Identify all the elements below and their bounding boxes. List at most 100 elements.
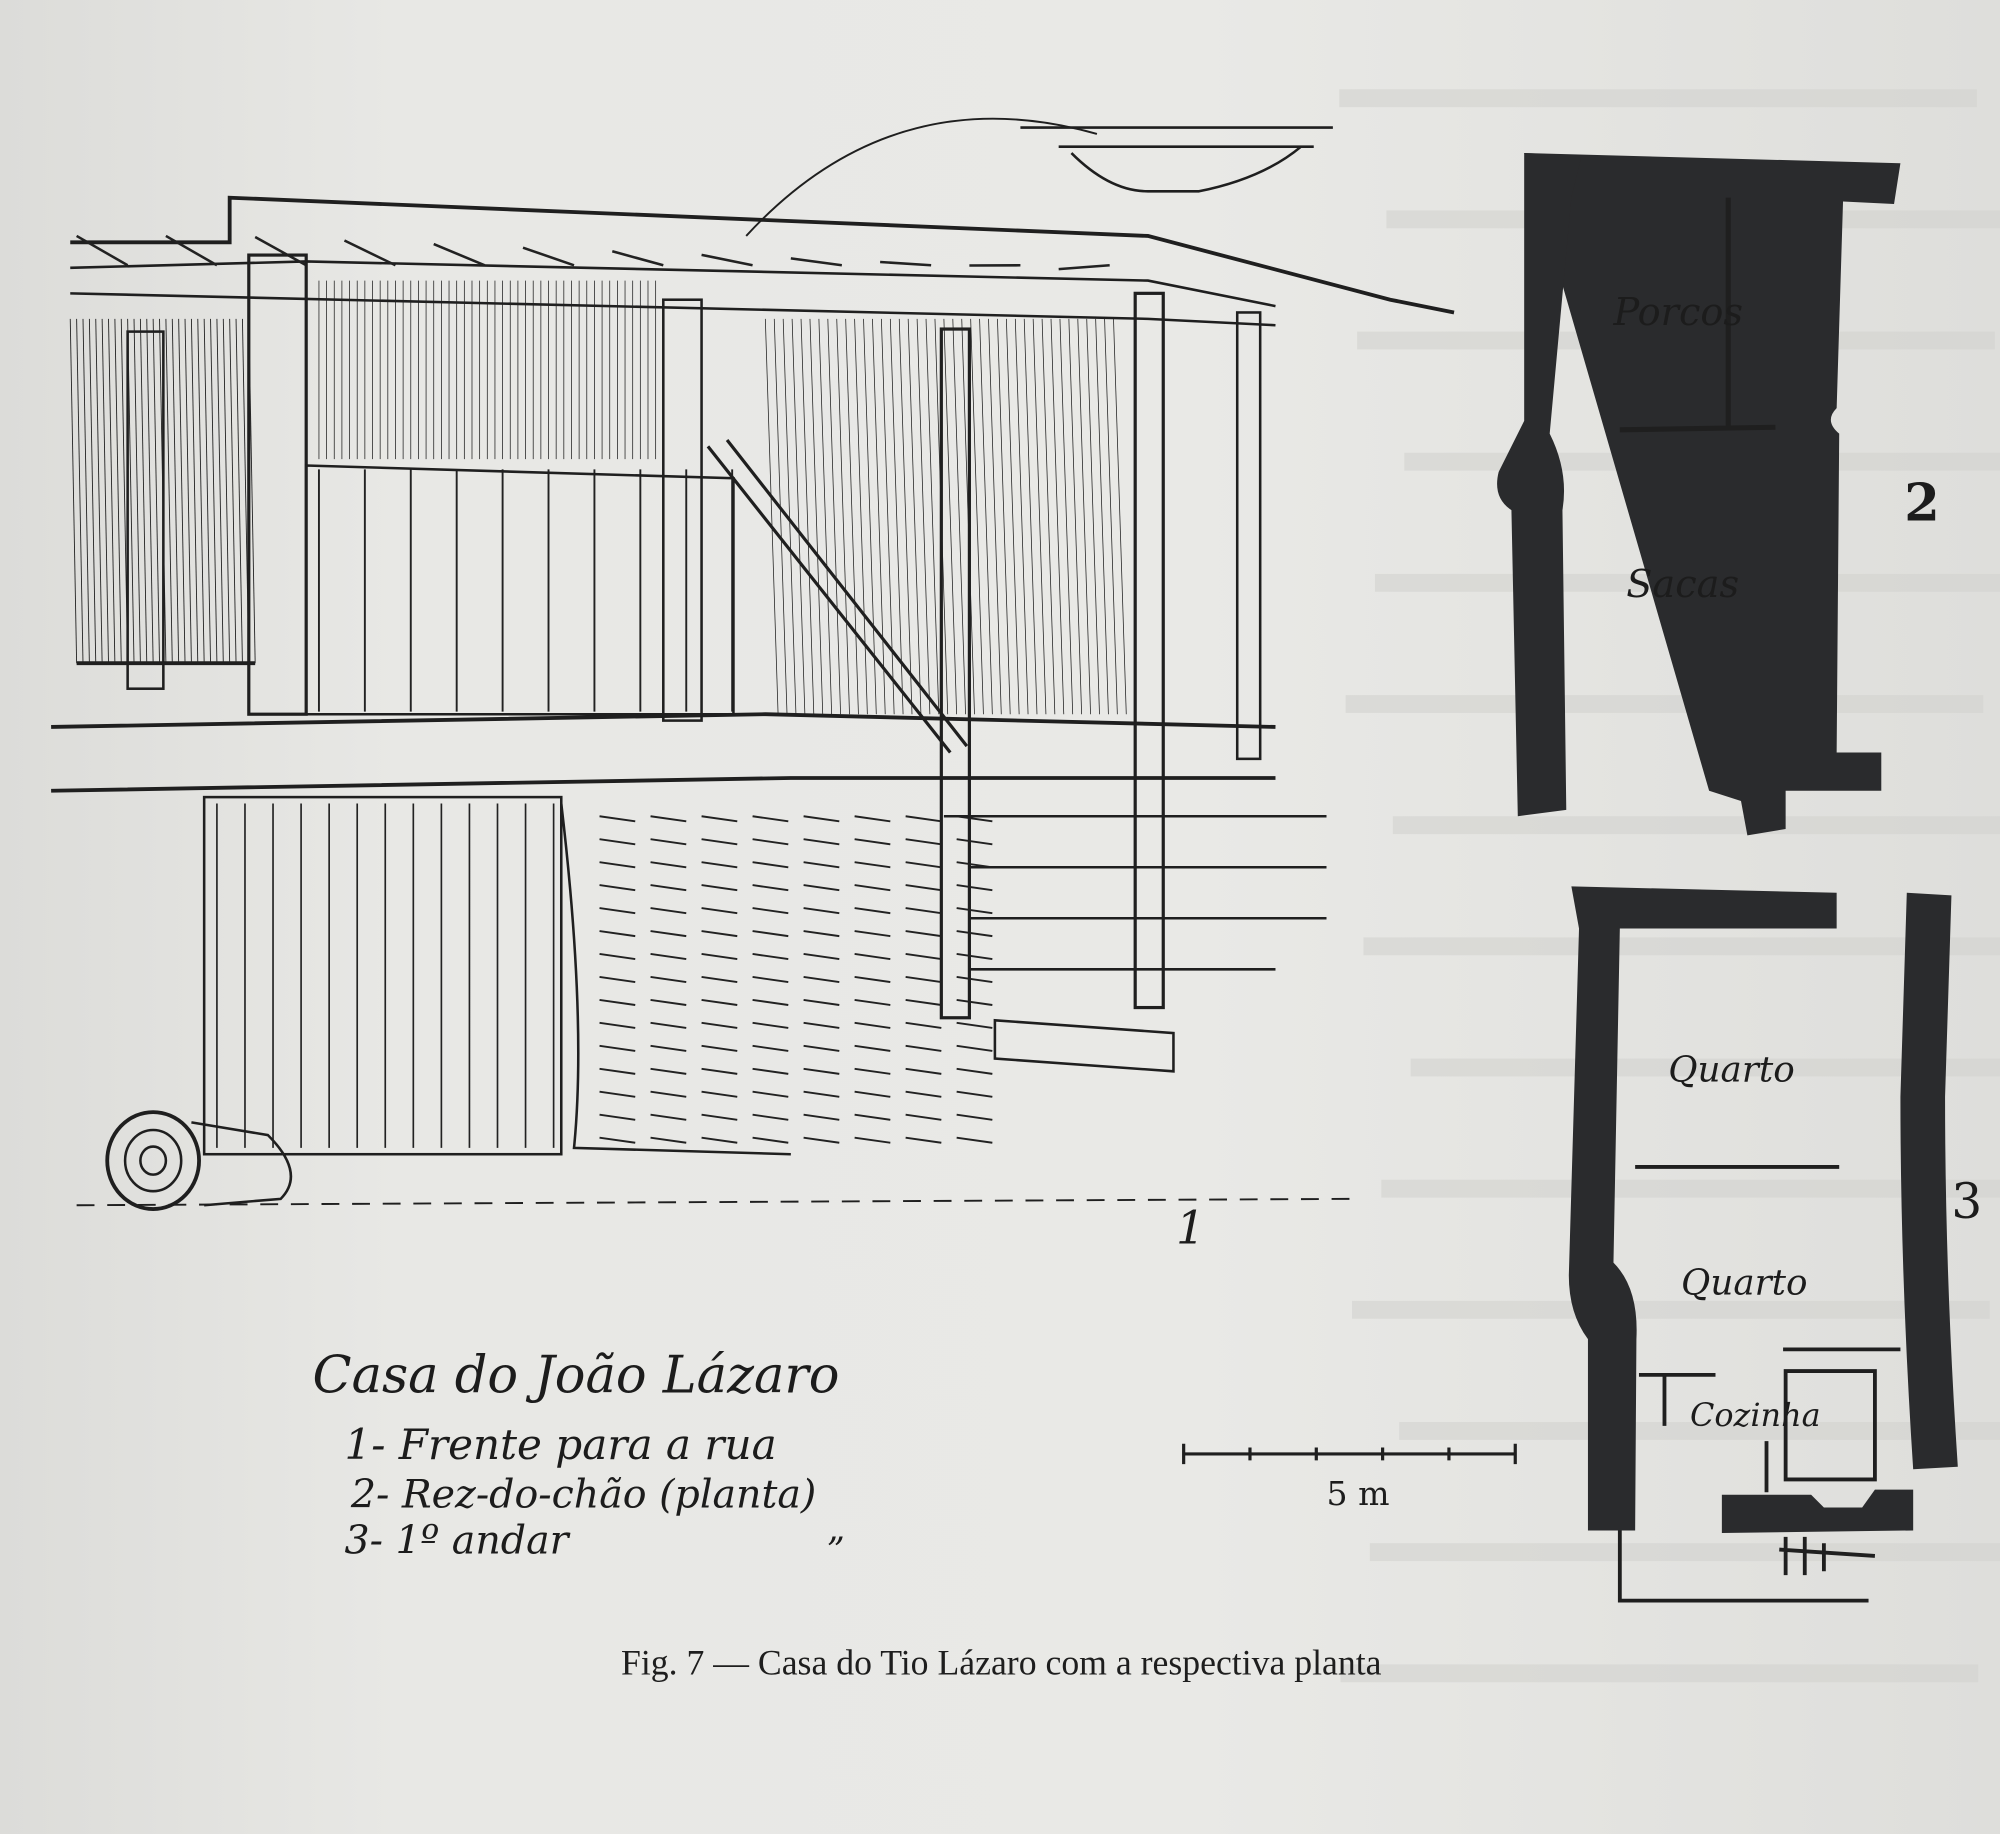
shadow-hatch: [197, 318, 205, 664]
wall-shading: [1068, 318, 1083, 715]
stone: [752, 998, 789, 1006]
bleed-through-line: [1381, 1179, 2000, 1198]
shadow-hatch: [95, 318, 103, 664]
stone: [956, 1044, 993, 1052]
bleed-through-line: [1392, 816, 2000, 835]
stone: [803, 1136, 840, 1144]
stone: [905, 1044, 942, 1052]
shadow-hatch: [171, 318, 180, 664]
stone: [650, 884, 687, 892]
legend-title: Casa do João Lázaro: [313, 1347, 840, 1406]
bleed-through-line: [1352, 1300, 1990, 1319]
roof-rafter: [433, 242, 486, 267]
wall-shading: [809, 318, 824, 715]
room-label-quarto-2: Quarto: [1681, 1263, 1807, 1304]
stone: [650, 998, 687, 1006]
scale-bar: [1182, 1443, 1517, 1465]
wall-shading: [898, 318, 913, 715]
stone: [650, 1136, 687, 1144]
stone: [803, 838, 840, 846]
stone: [854, 1067, 891, 1075]
stone: [752, 861, 789, 869]
shadow-hatch: [133, 318, 141, 664]
stone: [701, 838, 738, 846]
shadow-hatch: [165, 318, 173, 664]
wall-shading: [979, 318, 993, 715]
roof-rafter: [1058, 264, 1110, 271]
stone: [701, 930, 738, 938]
stone: [701, 861, 738, 869]
stone: [701, 1067, 738, 1075]
wall-shading: [764, 318, 779, 715]
roof-rafter: [254, 235, 307, 267]
stone: [599, 1067, 636, 1075]
stone: [854, 1021, 891, 1029]
shadow-hatch: [178, 318, 186, 664]
stone: [701, 975, 738, 983]
wall-shading: [961, 318, 975, 715]
wall-shading: [925, 318, 940, 715]
stone: [956, 1067, 993, 1075]
stone: [803, 930, 840, 938]
stone: [599, 930, 636, 938]
stone: [650, 1113, 687, 1121]
stone: [701, 815, 738, 823]
stone: [854, 1044, 891, 1052]
wall-shading: [934, 318, 949, 715]
shadow-hatch: [152, 318, 160, 664]
wall-shading: [907, 318, 922, 715]
wall-shading: [863, 318, 877, 715]
room-label-cozinha: Cozinha: [1690, 1396, 1821, 1434]
stone: [599, 838, 636, 846]
roof-rafter: [165, 234, 218, 267]
stone: [905, 1021, 942, 1029]
wall-shading: [1023, 318, 1038, 715]
stone: [650, 861, 687, 869]
stone: [803, 998, 840, 1006]
stone: [701, 1113, 738, 1121]
bleed-through-line: [1369, 1543, 2000, 1562]
shadow-hatch: [114, 318, 122, 664]
wall-shading: [818, 318, 833, 715]
room-label-quarto-1: Quarto: [1668, 1050, 1794, 1091]
stone: [701, 998, 738, 1006]
ditto-mark: ”: [827, 1530, 845, 1571]
stone: [599, 861, 636, 869]
stone: [803, 884, 840, 892]
stone: [752, 1067, 789, 1075]
legend: Casa do João Lázaro 1- Frente para a rua…: [313, 1347, 845, 1572]
stone: [905, 884, 942, 892]
wall-shading: [881, 318, 895, 715]
stone: [650, 1044, 687, 1052]
bleed-through-line: [1340, 1664, 1979, 1683]
stone: [599, 884, 636, 892]
roof-rafter: [701, 253, 753, 267]
wall-shading: [827, 318, 841, 715]
stone: [803, 953, 840, 961]
roof-rafter: [790, 257, 843, 267]
legend-item-1: 1- Frente para a rua: [344, 1420, 776, 1469]
stone: [599, 1044, 636, 1052]
stone: [701, 1021, 738, 1029]
scale-bar-label: 5 m: [1326, 1474, 1389, 1513]
stone: [905, 861, 942, 869]
legend-item-2: 2- Rez-do-chão (planta): [350, 1472, 817, 1518]
wall-shading: [1032, 318, 1047, 715]
bleed-through-line: [1363, 937, 2000, 956]
shadow-hatch: [184, 318, 192, 664]
stone: [854, 930, 891, 938]
stone: [905, 1136, 942, 1144]
stone: [854, 838, 891, 846]
shadow-hatch: [146, 318, 154, 664]
stone: [701, 1090, 738, 1098]
wall-shading: [791, 318, 806, 715]
stone: [752, 1136, 789, 1144]
stone: [956, 1090, 993, 1098]
shadow-hatch: [82, 318, 90, 664]
stone: [599, 953, 636, 961]
stone: [650, 815, 687, 823]
bleed-through-line: [1339, 89, 1977, 108]
shadow-hatch: [159, 318, 167, 664]
shadow-hatch: [229, 318, 237, 664]
